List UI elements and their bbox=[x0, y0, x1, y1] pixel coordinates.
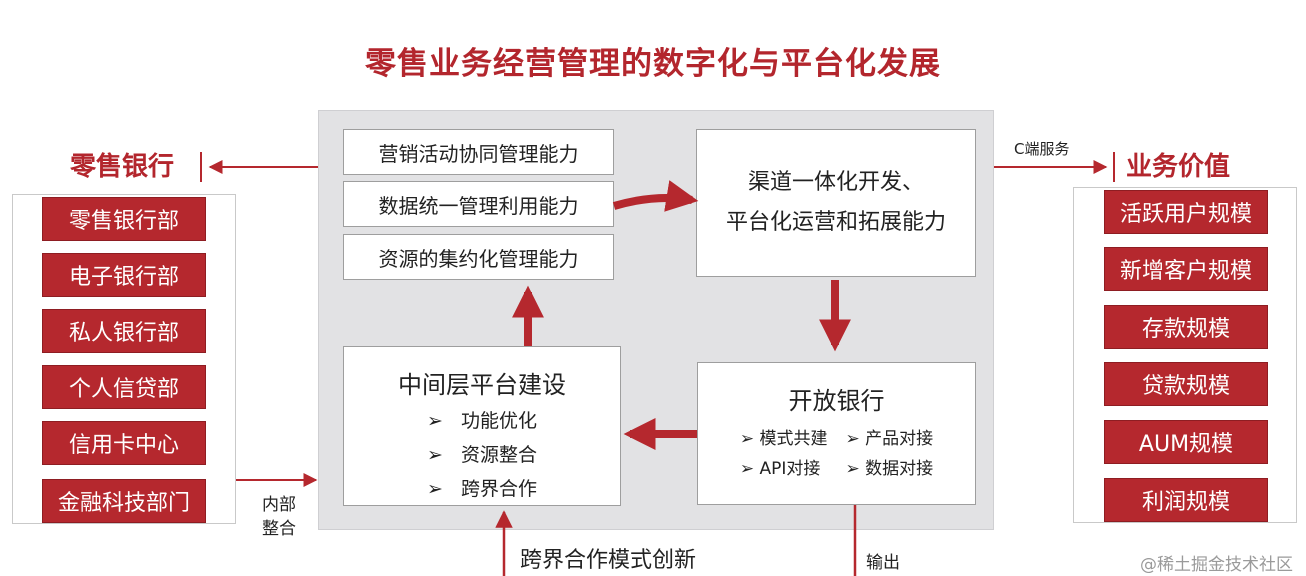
value-item: 新增客户规模 bbox=[1104, 247, 1268, 291]
value-item: 活跃用户规模 bbox=[1104, 190, 1268, 234]
integration-label: 整合 bbox=[262, 519, 296, 539]
c-end-service-label: C端服务 bbox=[1014, 140, 1070, 158]
value-item: 贷款规模 bbox=[1104, 362, 1268, 406]
platform-item: ➢ 功能优化 bbox=[426, 410, 538, 432]
arrow-capability-to-channel bbox=[612, 180, 699, 212]
department-item: 电子银行部 bbox=[42, 253, 206, 297]
channel-box: 渠道一体化开发、 平台化运营和拓展能力 bbox=[696, 129, 976, 277]
capability-box: 营销活动协同管理能力 bbox=[343, 129, 614, 175]
retail-bank-label: 零售银行 bbox=[70, 152, 175, 182]
internal-label: 内部 bbox=[262, 495, 296, 515]
diagram-title: 零售业务经营管理的数字化与平台化发展 bbox=[365, 46, 941, 82]
arrow-bullet-icon: ➢ bbox=[739, 459, 755, 479]
open-bank-item: ➢ 模式共建 bbox=[739, 429, 828, 449]
channel-line-2: 平台化运营和拓展能力 bbox=[725, 210, 946, 235]
output-label: 输出 bbox=[866, 553, 900, 573]
platform-item: ➢ 跨界合作 bbox=[426, 478, 538, 500]
open-bank-item: ➢ API对接 bbox=[739, 459, 821, 479]
platform-item: ➢ 资源整合 bbox=[426, 444, 538, 466]
platform-box: 中间层平台建设 ➢ 功能优化 ➢ 资源整合 ➢ 跨界合作 bbox=[343, 346, 621, 506]
cross-border-label: 跨界合作模式创新 bbox=[520, 548, 697, 573]
arrow-bullet-icon: ➢ bbox=[426, 444, 443, 466]
open-bank-item: ➢ 产品对接 bbox=[845, 429, 934, 449]
capability-box: 资源的集约化管理能力 bbox=[343, 234, 614, 280]
arrow-bullet-icon: ➢ bbox=[739, 429, 755, 449]
business-value-label: 业务价值 bbox=[1126, 152, 1231, 182]
capability-box: 数据统一管理利用能力 bbox=[343, 181, 614, 227]
values-panel bbox=[1073, 187, 1297, 523]
department-item: 个人信贷部 bbox=[42, 365, 206, 409]
watermark: @稀土掘金技术社区 bbox=[1140, 555, 1293, 575]
department-item: 信用卡中心 bbox=[42, 421, 206, 465]
arrow-bullet-icon: ➢ bbox=[426, 478, 443, 500]
department-item: 金融科技部门 bbox=[42, 479, 206, 523]
open-bank-items: ➢ 模式共建 ➢ 产品对接 ➢ API对接 ➢ 数据对接 bbox=[740, 424, 933, 484]
open-bank-title: 开放银行 bbox=[788, 387, 885, 415]
department-item: 零售银行部 bbox=[42, 197, 206, 241]
department-item: 私人银行部 bbox=[42, 309, 206, 353]
arrow-bullet-icon: ➢ bbox=[845, 429, 860, 449]
open-bank-box: 开放银行 ➢ 模式共建 ➢ 产品对接 ➢ API对接 ➢ 数据对接 bbox=[697, 362, 976, 505]
departments-panel bbox=[12, 194, 236, 524]
value-item: 存款规模 bbox=[1104, 305, 1268, 349]
platform-title: 中间层平台建设 bbox=[398, 371, 566, 399]
open-bank-item: ➢ 数据对接 bbox=[845, 459, 934, 479]
value-item: AUM规模 bbox=[1104, 420, 1268, 464]
value-item: 利润规模 bbox=[1104, 478, 1268, 522]
arrow-bullet-icon: ➢ bbox=[426, 410, 443, 432]
arrow-bullet-icon: ➢ bbox=[845, 459, 860, 479]
channel-line-1: 渠道一体化开发、 bbox=[747, 170, 924, 195]
